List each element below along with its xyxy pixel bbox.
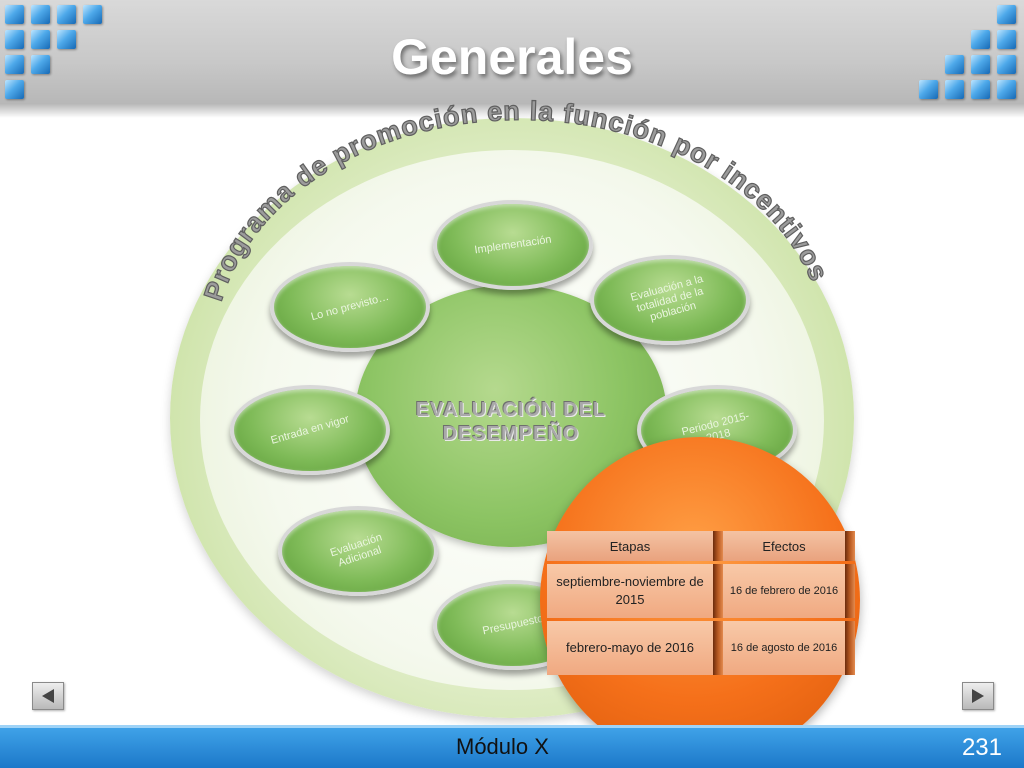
table-cell-efecto-1: 16 de febrero de 2016 <box>723 564 845 618</box>
next-button[interactable] <box>962 682 994 710</box>
table-separator <box>713 621 723 675</box>
table-cell-etapa-2: febrero-mayo de 2016 <box>547 621 713 675</box>
header-bar <box>0 0 1024 104</box>
previous-button[interactable] <box>32 682 64 710</box>
triangle-right-icon <box>972 689 984 703</box>
pill-entrada-vigor: Entrada en vigor <box>230 385 390 475</box>
table-separator <box>845 621 855 675</box>
page-number: 231 <box>961 734 1002 761</box>
page-title: Generales <box>391 29 633 85</box>
pill-implementacion: Implementación <box>433 200 593 290</box>
table-separator <box>845 531 855 561</box>
pill-lo-no-previsto: Lo no previsto… <box>270 262 430 352</box>
table-header-efectos: Efectos <box>723 531 845 561</box>
footer-line <box>0 725 1024 728</box>
table-cell-efecto-2: 16 de agosto de 2016 <box>723 621 845 675</box>
center-label: EVALUACIÓN DEL DESEMPEÑO <box>415 399 607 445</box>
triangle-left-icon <box>42 689 54 703</box>
table-header-etapas: Etapas <box>547 531 713 561</box>
table-separator <box>713 531 723 561</box>
table-cell-etapa-1: septiembre-noviembre de 2015 <box>547 564 713 618</box>
table-separator <box>845 564 855 618</box>
table-separator <box>713 564 723 618</box>
footer-bar <box>0 728 1024 768</box>
pill-evaluacion-totalidad: Evaluación a la totalidad de la població… <box>590 255 750 345</box>
header-shadow <box>0 104 1024 118</box>
pill-evaluacion-adicional: Evaluación Adicional <box>278 506 438 596</box>
module-label: Módulo X <box>456 734 549 759</box>
